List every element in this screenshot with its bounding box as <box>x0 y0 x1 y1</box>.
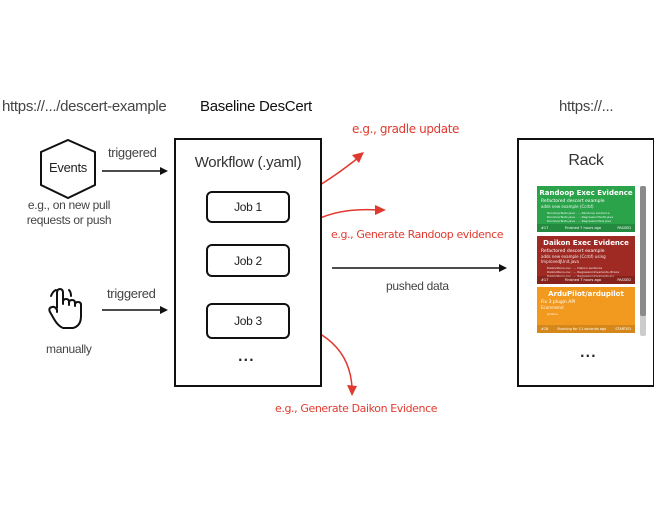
events-note: e.g., on new pull requests or push <box>26 198 112 227</box>
card-footer-status-text: Running for 11 seconds ago <box>557 327 607 331</box>
card-footer: #17 Finished 7 hours ago PASSED <box>537 224 635 232</box>
card-footer: #18 Running for 11 seconds ago STARTED <box>537 325 635 333</box>
annotation-randoop: e.g., Generate Randoop evidence <box>331 228 504 241</box>
card-line1: Refactored descert example <box>541 199 605 204</box>
pushed-data-label: pushed data <box>386 279 449 293</box>
card-rows: RandoopTests.java · ... Randoop evidence… <box>547 211 614 223</box>
rack-scrollbar-thumb[interactable] <box>640 186 646 316</box>
card-footer-status-text: Finished 7 hours ago <box>564 278 601 282</box>
manually-label: manually <box>46 342 92 356</box>
events-label: Events <box>49 160 87 175</box>
source-repo-url: https://.../descert-example <box>2 98 167 115</box>
annotation-gradle: e.g., gradle update <box>352 122 459 136</box>
target-url: https://... <box>559 98 614 115</box>
triggered-label-top: triggered <box>108 145 157 160</box>
card-footer-id: #18 <box>541 327 549 331</box>
rack-title: Rack <box>568 152 604 169</box>
hexagon-icon <box>40 138 96 200</box>
baseline-title: Baseline DesCert <box>200 98 312 115</box>
card-footer-badge: PASSED <box>617 278 631 282</box>
workflow-title: Workflow (.yaml) <box>194 154 302 171</box>
card-footer-badge: STARTED <box>615 327 631 331</box>
card-line1: Refactored descert example <box>541 249 605 254</box>
annotation-daikon: e.g., Generate Daikon Evidence <box>275 402 438 415</box>
card-footer: #17 Finished 7 hours ago PASSED <box>537 276 635 284</box>
card-footer-badge: PASSED <box>617 226 631 230</box>
job-3[interactable]: Job 3 <box>206 303 290 339</box>
card-title: Randoop Exec Evidence <box>539 189 633 197</box>
job-2[interactable]: Job 2 <box>206 244 290 277</box>
triggered-label-bottom: triggered <box>107 286 156 301</box>
hand-pointer-icon <box>48 288 82 329</box>
rack-card-daikon[interactable]: Daikon Exec Evidence Refactored descert … <box>537 236 635 284</box>
card-footer-status-text: Finished 7 hours ago <box>564 226 601 230</box>
card-line2: Ecommend <box>541 305 564 310</box>
card-rows: DaikonRuns.csv · ... Daikon evidence Dai… <box>547 266 620 278</box>
card-line1: Fix 3 plugin API <box>541 300 576 305</box>
rack-more: ... <box>580 346 597 360</box>
card-title: ArduPilot/ardupilot <box>548 290 624 298</box>
workflow-more: ... <box>238 350 255 364</box>
card-line2: adds new example (Ccrbf) using ImprovedJ… <box>541 254 606 264</box>
card-footer-id: #17 <box>541 226 549 230</box>
rack-card-randoop[interactable]: Randoop Exec Evidence Refactored descert… <box>537 186 635 232</box>
card-title: Daikon Exec Evidence <box>543 239 629 247</box>
rack-card-ardupilot[interactable]: ArduPilot/ardupilot Fix 3 plugin API Eco… <box>537 287 635 333</box>
card-line2: adds new example (Ccrbf) <box>541 204 594 209</box>
card-footer-id: #17 <box>541 278 549 282</box>
job-1[interactable]: Job 1 <box>206 191 290 223</box>
card-rows: Jenkins <box>547 312 558 316</box>
